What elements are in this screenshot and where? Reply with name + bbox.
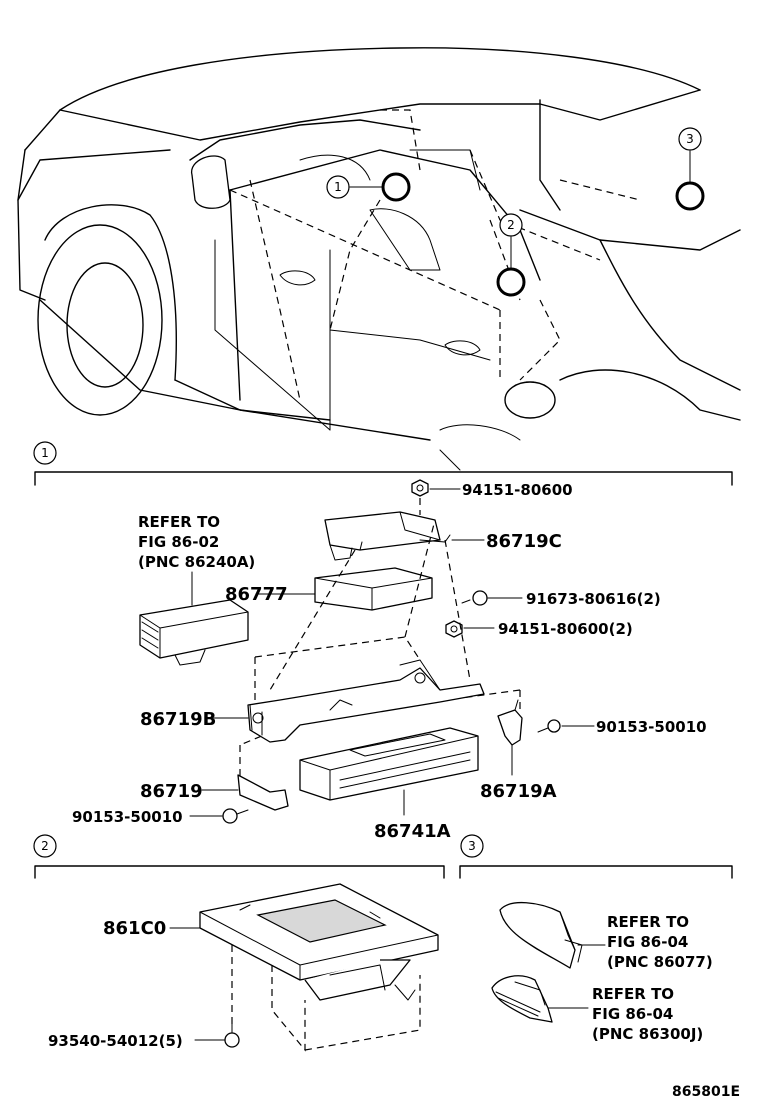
screw-90153-left — [222, 808, 249, 824]
part-90153-50010-right: 90153-50010 — [596, 718, 707, 736]
callout-badge-1 — [326, 175, 350, 199]
part-86719B: 86719B — [140, 709, 216, 730]
screw-93540 — [224, 1019, 240, 1048]
bracket-86719B — [247, 659, 485, 743]
refer-a-line-1: REFER TO — [138, 513, 220, 531]
bracket-86719C — [324, 511, 451, 561]
part-861C0: 861C0 — [103, 918, 166, 939]
callout-badge-2 — [499, 213, 523, 237]
section-2-bracket — [34, 865, 445, 879]
screw-91673 — [461, 590, 488, 606]
refer-b-line-3: (PNC 86077) — [607, 953, 713, 971]
section-1-badge — [33, 441, 57, 465]
refer-b-line-2: FIG 86-04 — [607, 933, 688, 951]
location-marker-2 — [496, 267, 526, 297]
section-3-number: 3 — [468, 839, 476, 853]
callout-1-number: 1 — [334, 180, 342, 194]
section-1-number: 1 — [41, 446, 49, 460]
shark-fin-antenna-upper — [499, 901, 583, 969]
bracket-86719-left — [237, 774, 289, 811]
section-3-badge — [460, 834, 484, 858]
bracket-86719A — [497, 699, 523, 746]
part-86719-left: 86719 — [140, 781, 203, 802]
location-marker-3 — [675, 181, 705, 211]
refer-c-line-2: FIG 86-04 — [592, 1005, 673, 1023]
section-2-badge — [33, 834, 57, 858]
part-86719C: 86719C — [486, 531, 562, 552]
nut-94151-pair — [445, 620, 463, 638]
section-2-number: 2 — [41, 839, 49, 853]
refer-a-line-3: (PNC 86240A) — [138, 553, 255, 571]
refer-c-line-1: REFER TO — [592, 985, 674, 1003]
module-861C0 — [199, 883, 439, 1001]
part-86719A: 86719A — [480, 781, 557, 802]
refer-a-line-2: FIG 86-02 — [138, 533, 219, 551]
screw-90153-right — [537, 719, 561, 733]
part-94151-80600-top: 94151-80600 — [462, 481, 573, 499]
part-86741A: 86741A — [374, 821, 451, 842]
part-91673-80616: 91673-80616(2) — [526, 590, 661, 608]
callout-badge-3 — [678, 127, 702, 151]
part-93540-54012: 93540-54012(5) — [48, 1032, 183, 1050]
callout-2-number: 2 — [507, 218, 515, 232]
nut-94151-top — [411, 479, 429, 497]
section-3-bracket — [459, 865, 733, 879]
part-94151-80600-pair: 94151-80600(2) — [498, 620, 633, 638]
part-90153-50010-left: 90153-50010 — [72, 808, 183, 826]
part-86777: 86777 — [225, 584, 288, 605]
shark-fin-antenna-base — [491, 975, 553, 1023]
unit-86741A — [299, 727, 479, 801]
unit-86777 — [314, 567, 433, 611]
amplifier-unit-drawing — [139, 599, 249, 666]
location-marker-1 — [381, 172, 411, 202]
section-1-bracket — [34, 471, 733, 486]
diagram-code: 865801E — [672, 1084, 740, 1100]
refer-c-line-3: (PNC 86300J) — [592, 1025, 703, 1043]
vehicle-outline-drawing — [17, 47, 741, 471]
refer-b-line-1: REFER TO — [607, 913, 689, 931]
callout-3-number: 3 — [686, 132, 694, 146]
